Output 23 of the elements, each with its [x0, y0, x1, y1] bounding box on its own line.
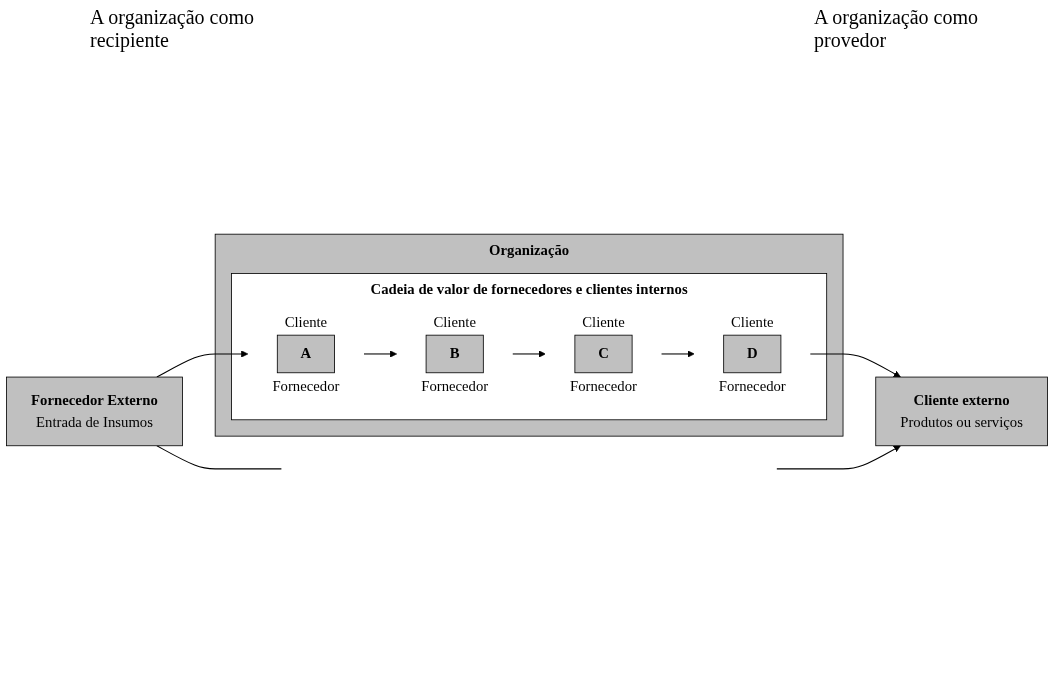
node-box: D — [723, 334, 782, 374]
node-box: A — [276, 334, 335, 374]
node-box: Fornecedor Externo Entrada de Insumos — [6, 376, 183, 447]
role-label: Cliente — [284, 314, 328, 331]
role-label: Fornecedor — [570, 377, 637, 395]
node-box: Cliente externo Produtos ou serviços — [875, 376, 1048, 447]
node-box: B — [425, 334, 484, 374]
role-label: Fornecedor — [272, 377, 340, 395]
role-label: Cliente — [433, 314, 476, 331]
arrow — [661, 350, 695, 358]
role-label: Cliente — [582, 314, 625, 331]
role-label: Cliente — [731, 314, 774, 331]
arrow — [776, 445, 901, 470]
connector — [156, 445, 282, 470]
arrow — [512, 350, 546, 358]
note-text: A organização como recipiente — [90, 6, 255, 52]
role-label: Fornecedor — [718, 377, 786, 395]
arrow — [363, 350, 397, 358]
note-text: A organização como provedor — [814, 6, 979, 52]
role-label: Fornecedor — [421, 377, 489, 395]
arrow — [156, 350, 249, 378]
arrow — [809, 353, 901, 378]
node-box: C — [574, 334, 633, 374]
